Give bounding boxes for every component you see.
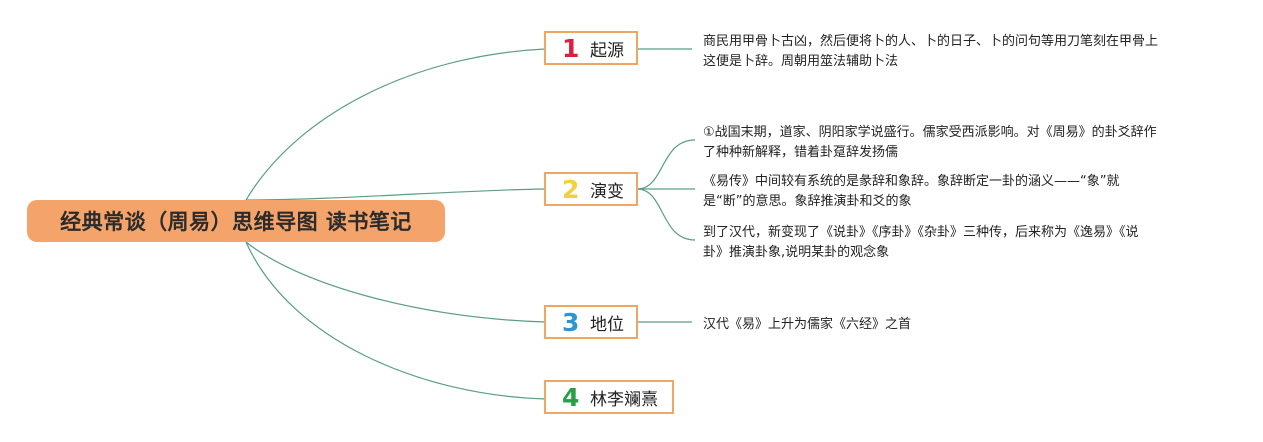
link-central-status — [245, 241, 546, 323]
branch-label: 演变 — [590, 181, 624, 202]
branch-status[interactable]: 3 地位 — [544, 305, 638, 339]
leaf-status-text[interactable]: 汉代《易》上升为儒家《六经》之首 — [703, 317, 912, 332]
branch-evolution[interactable]: 2 演变 — [544, 172, 638, 206]
branch-number-1: 1 — [562, 33, 580, 63]
leaf-evolution-text-1[interactable]: ①战国末期，道家、阴阳家学说盛行。儒家受西派影响。对《周易》的卦爻辞作 了种种新… — [703, 125, 1157, 160]
leaf-evolution-text-3[interactable]: 到了汉代，新变现了《说卦》《序卦》《杂卦》三种传，后来称为《逸易》《说 卦》推演… — [703, 225, 1139, 260]
branch-number-2: 2 — [562, 174, 580, 204]
link-central-evolution — [245, 188, 546, 201]
branch-origin[interactable]: 1 起源 — [544, 31, 638, 65]
leaf-origin-text[interactable]: 商民用甲骨卜古凶，然后便将卜的人、卜的日子、卜的问句等用刀笔刻在甲骨上 这便是卜… — [703, 34, 1159, 69]
central-title: 经典常谈（周易）思维导图 读书笔记 — [60, 210, 412, 234]
central-topic[interactable]: 经典常谈（周易）思维导图 读书笔记 — [27, 200, 445, 242]
branch-author[interactable]: 4 林李斓熹 — [544, 380, 674, 414]
branch-number-3: 3 — [562, 307, 580, 337]
link-evolution-leaf-3 — [636, 188, 696, 241]
branch-number-4: 4 — [562, 382, 580, 412]
link-central-origin — [245, 48, 546, 201]
branch-label: 起源 — [590, 40, 624, 61]
branch-label: 地位 — [590, 314, 624, 335]
leaf-evolution-text-2[interactable]: 《易传》中间较有系统的是彖辞和象辞。象辞断定一卦的涵义——“象”就 是“断”的意… — [703, 174, 1120, 209]
link-evolution-leaf-1 — [636, 139, 696, 190]
link-central-author — [245, 241, 546, 400]
branch-label: 林李斓熹 — [590, 389, 658, 410]
